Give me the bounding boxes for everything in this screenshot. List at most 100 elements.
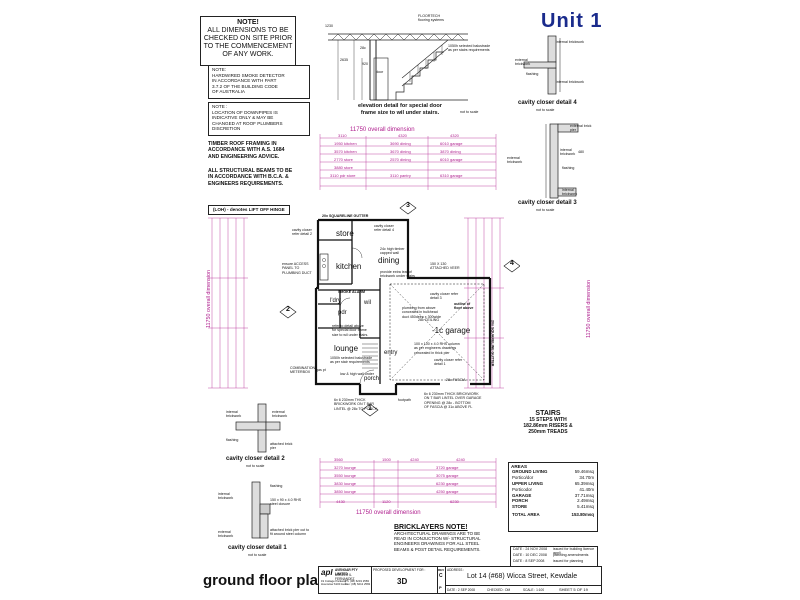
bottom-dimension-lines bbox=[319, 458, 497, 508]
top-dim: 3110 bbox=[338, 133, 347, 138]
label-line: fit around steel column bbox=[270, 532, 307, 537]
stairs-title: STAIRS bbox=[535, 410, 561, 417]
fascia-note: 28c FASCIA bbox=[446, 378, 466, 382]
top-overall-dimension: 11750 overall dimension bbox=[350, 127, 415, 133]
note-line: NOTE: bbox=[212, 67, 227, 72]
note-line: LINTEL @ 28c TO PORCH bbox=[334, 406, 378, 411]
detail1-title: cavity closer detail 1 bbox=[228, 545, 287, 551]
top-dimension-lines bbox=[319, 134, 497, 190]
sheet-title: ground floor plan bbox=[203, 572, 328, 589]
note-line: IN ACCORDANCE WITH B.C.A. & bbox=[208, 174, 289, 181]
note-line: OF ANY WORK. bbox=[222, 51, 274, 58]
bottom-dim: 4250 garage bbox=[436, 489, 459, 494]
note-line: CHECKED ON SITE PRIOR bbox=[203, 35, 293, 42]
bricklayers-line: ENGINEERS DRAWINGS FOR ALL STEEL bbox=[394, 541, 480, 547]
detail3-dim: 480 bbox=[578, 150, 584, 154]
area-value: 41.40m bbox=[579, 486, 594, 492]
address-line: 19 Cottage Parkway bbox=[321, 579, 347, 583]
detail2-title: cavity closer detail 2 bbox=[226, 456, 285, 462]
top-dim: 4320 bbox=[398, 133, 407, 138]
caption-line: elevation detail for special door bbox=[358, 103, 442, 109]
note-line: COMBINATION bbox=[290, 366, 316, 370]
note-line: ensure ACCESS bbox=[282, 262, 309, 266]
caption-line: frame size to wil under stairs. bbox=[360, 109, 440, 116]
elevation-balustrade-label: 1050h selected balustrade as per stairs … bbox=[448, 44, 490, 53]
top-dim: 4320 bbox=[450, 133, 459, 138]
stairs-line: 182.86mm RISERS & bbox=[523, 423, 573, 429]
note-line: 6x 6 230mm THICK BRICKWORK bbox=[424, 392, 479, 396]
area-value: 37.71msq bbox=[574, 492, 594, 498]
bottom-dim: 3850 lounge bbox=[334, 489, 357, 494]
top-dim: 2570 dining bbox=[390, 157, 411, 162]
detail2-external-label: external brickwork bbox=[272, 410, 288, 419]
detail1-scale: not to scale bbox=[248, 553, 267, 557]
area-value: 65.39msq bbox=[574, 480, 594, 486]
balustrade-note: 1050h selected balustrade as per stair r… bbox=[330, 356, 372, 365]
section-marker-2: 2 bbox=[286, 306, 290, 313]
gutter-top-note: 20x SQUARELINE GUTTER bbox=[322, 214, 369, 218]
company-name: AVENGAR PTY LIMITED bbox=[335, 568, 358, 577]
bottom-overall-dimension: 11750 overall dimension bbox=[356, 510, 421, 516]
top-dim: 3110 pantry bbox=[390, 173, 411, 178]
note-line: 24c high timber bbox=[380, 247, 405, 251]
bottom-dim: 3075 garage bbox=[436, 473, 459, 478]
bricklayers-line: BEAMS & POST DETAIL REQUIREMENTS. bbox=[394, 546, 481, 552]
title-block-footer: DATE : 2 SEP 2008 CHECKED : DM SCALE : 1… bbox=[445, 585, 601, 594]
elevation-dim: 2635 bbox=[340, 58, 348, 62]
section-marker-1: 1 bbox=[368, 405, 372, 412]
note-line: outline of bbox=[454, 302, 471, 306]
note-line: 3.7.2 OF THE BUILDING CODE bbox=[212, 83, 278, 89]
elevation-dim: door bbox=[376, 70, 384, 74]
room-porch: porch bbox=[364, 376, 380, 382]
area-value: 5.41msq bbox=[577, 504, 594, 510]
lintel-garage-note: 6x 6 230mm THICK BRICKWORK ON T BAR LINT… bbox=[424, 392, 481, 410]
section-marker-4: 4 bbox=[510, 260, 514, 267]
note-dimensions-box: NOTE! ALL DIMENSIONS TO BE CHECKED ON SI… bbox=[200, 16, 296, 66]
bricklayers-line: READ IN CONJUCTION W/- STRUCTURAL bbox=[394, 536, 481, 542]
detail3-internal-label: internal brickwork bbox=[560, 148, 576, 157]
bottom-dim: 4430 bbox=[336, 499, 345, 504]
bottom-dim: 3830 lounge bbox=[334, 481, 357, 486]
area-label: PORCH bbox=[512, 498, 528, 504]
bench-note: 24c high timber capped wall bbox=[380, 247, 405, 256]
detail2-scale: not to scale bbox=[246, 464, 265, 468]
right-overall-dimension: 11750 overall dimension bbox=[586, 280, 592, 339]
ceiling-note: 28c CEILING bbox=[418, 318, 440, 322]
detail4-internal-label: internal brickwork bbox=[556, 40, 584, 44]
elevation-flooring-label: FLOORTECH flooring systems bbox=[418, 14, 444, 23]
note-line: NOTE : bbox=[212, 104, 228, 109]
revision-date: DATE : 24 NOV 2008 bbox=[513, 547, 548, 551]
gas-point-note: gas pt bbox=[316, 368, 326, 372]
room-dining: dining bbox=[378, 256, 400, 265]
access-panel-note: ensure ACCESS PANEL TO PLUMBING DUCT bbox=[282, 262, 312, 275]
elevation-dim: 28c bbox=[360, 46, 366, 50]
detail4-flashing-label: flashing bbox=[526, 72, 539, 76]
cavity-closer-4-note: cavity closer refer detail 4 bbox=[374, 224, 394, 233]
section-marker-3: 3 bbox=[406, 202, 410, 209]
bottom-dim: 3270 lounge bbox=[334, 465, 357, 470]
cavity-closer-2-drawing bbox=[235, 403, 281, 453]
area-value: 59.46msq bbox=[574, 469, 594, 475]
drawing-scale: SCALE : 1:100 bbox=[523, 588, 545, 592]
footpath-note: footpath bbox=[398, 398, 411, 402]
area-label: Porticodor bbox=[512, 486, 533, 492]
cavity-closer-4-drawing bbox=[523, 35, 561, 95]
note-line: ACCORDANCE WITH A.S. 1684 bbox=[208, 147, 285, 154]
bottom-dim: 6230 garage bbox=[436, 481, 459, 486]
top-dim: 3690 dining bbox=[390, 141, 411, 146]
detail3-external-label: external brickwork bbox=[507, 156, 523, 165]
porch-wall-note: low & high wall under bbox=[340, 372, 374, 376]
company-logo: apl bbox=[321, 568, 333, 577]
note-line: PANEL TO bbox=[282, 266, 300, 271]
note-line: AND ENGINEERING ADVICE. bbox=[208, 153, 280, 160]
gutter-right-note: 20x SQUARELINE GUTTER bbox=[490, 320, 495, 367]
room-store: store bbox=[336, 229, 354, 238]
area-label: Portico/dor bbox=[512, 475, 534, 481]
note-line: 6x 6 230mm THICK bbox=[334, 398, 366, 402]
